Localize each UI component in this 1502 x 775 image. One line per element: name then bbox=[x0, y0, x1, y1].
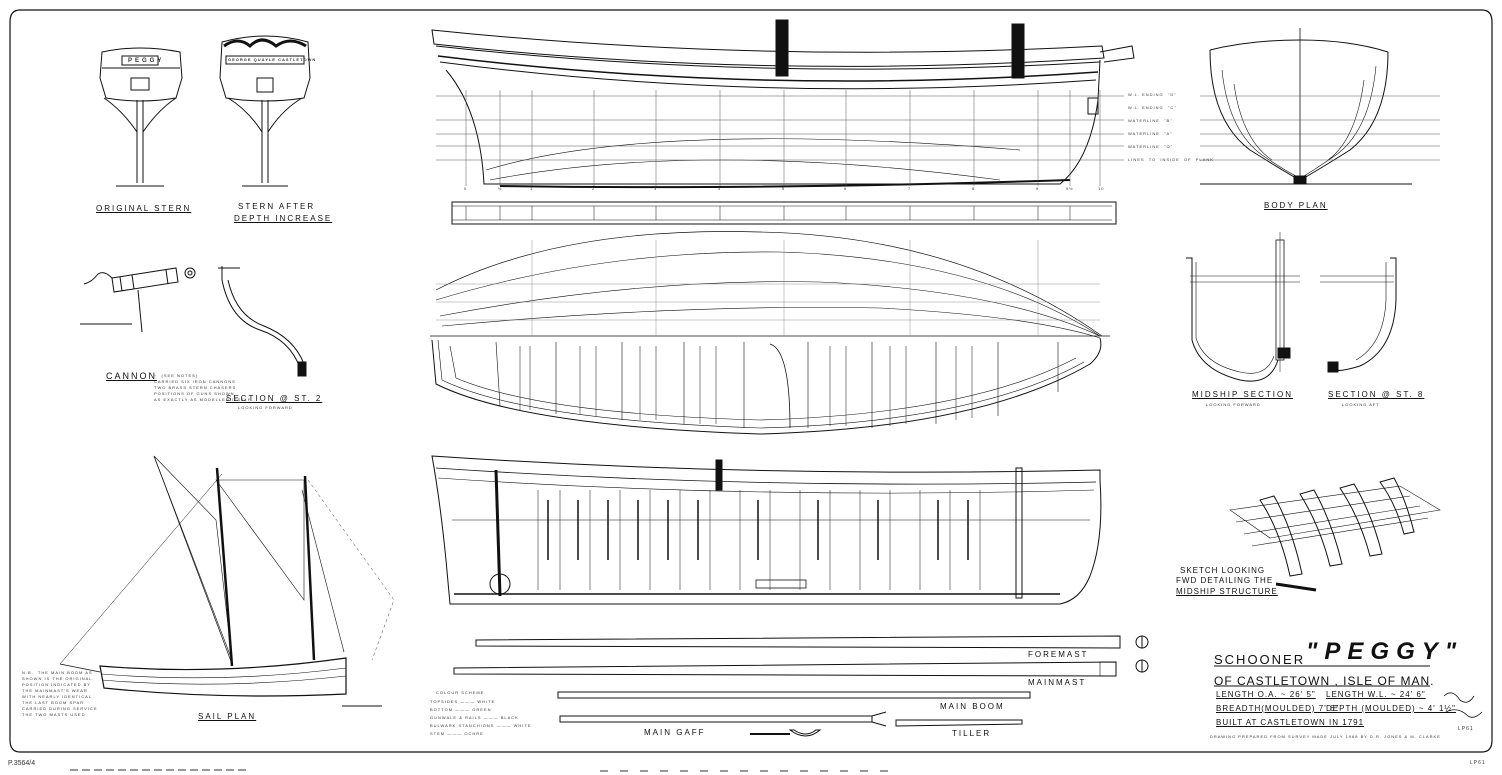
station-5: 5 bbox=[782, 186, 786, 191]
body-plan-grid bbox=[1200, 95, 1440, 161]
title-place: OF CASTLETOWN , ISLE OF MAN. bbox=[1214, 674, 1435, 688]
station-6: 6 bbox=[844, 186, 848, 191]
sail-plan-notes: N.B. THE MAIN BOOM AS SHOWN IS THE ORIGI… bbox=[22, 670, 98, 717]
stern-after-label-2: DEPTH INCREASE bbox=[234, 214, 333, 223]
deck-plan bbox=[431, 337, 1102, 435]
depth: DEPTH (MOULDED) ~ 4' 1½" bbox=[1326, 704, 1456, 713]
profile-grid bbox=[436, 90, 1124, 186]
drawing-credit: DRAWING PREPARED FROM SURVEY MADE JULY 1… bbox=[1210, 734, 1441, 739]
cannon-notes: ~ (SEE NOTES) CARRIED SIX IRON CANNONS T… bbox=[154, 373, 252, 402]
cannon-label: CANNON bbox=[106, 371, 158, 381]
footer-strip bbox=[70, 769, 900, 772]
keel-strip bbox=[451, 201, 1117, 225]
sketch-label-3: MIDSHIP STRUCTURE bbox=[1176, 587, 1278, 596]
midship-section-drawing bbox=[1186, 232, 1300, 382]
breadth: BREADTH(MOULDED) 7' 6" bbox=[1216, 704, 1340, 713]
colour-scheme-title: COLOUR SCHEME bbox=[436, 690, 485, 695]
cannon-drawing bbox=[80, 267, 196, 333]
sail-plan-drawing bbox=[59, 455, 395, 707]
main-boom-spar bbox=[557, 691, 1031, 699]
section-st2-sub: LOOKING FORWARD bbox=[238, 405, 293, 410]
colour-row-stanchions: BULWARK STANCHIONS ——— WHITE bbox=[430, 723, 532, 728]
built: BUILT AT CASTLETOWN IN 1791 bbox=[1216, 718, 1365, 727]
station-7: 7 bbox=[908, 186, 912, 191]
section-st2-label: SECTION @ ST. 2 bbox=[226, 394, 323, 403]
colour-row-stem: STEM ——— OCHRE bbox=[430, 731, 484, 736]
wl-b: WATERLINE "B" bbox=[1128, 118, 1173, 123]
main-gaff-label: MAIN GAFF bbox=[644, 728, 706, 737]
body-plan-drawing bbox=[1200, 28, 1412, 185]
colour-row-bottom: BOTTOM ——— GREEN bbox=[430, 707, 492, 712]
stern-carved-board: GEORGE QUAYLE CASTLETOWN bbox=[228, 57, 317, 62]
midship-section-sub: LOOKING FORWARD bbox=[1206, 402, 1261, 407]
stern-after-label-1: STERN AFTER bbox=[238, 202, 316, 211]
colour-row-gunwale: GUNWALE & RAILS ——— BLACK bbox=[430, 715, 519, 720]
title-prefix: SCHOONER bbox=[1214, 652, 1306, 667]
station-1: 1 bbox=[530, 186, 534, 191]
stern-after-drawing bbox=[219, 35, 311, 187]
colour-scheme-rows: TOPSIDES ——— WHITE BOTTOM ——— GREEN GUNW… bbox=[430, 698, 531, 738]
midship-sketch-drawing bbox=[1229, 477, 1441, 592]
sheet-ref: LP61 bbox=[1458, 726, 1474, 732]
wl-a: WATERLINE "A" bbox=[1128, 131, 1173, 136]
sail-plan-label: SAIL PLAN bbox=[198, 712, 257, 721]
original-stern-drawing bbox=[99, 47, 183, 187]
border-corner bbox=[9, 9, 1493, 753]
station-9: 9 bbox=[1036, 186, 1040, 191]
wl-o: WATERLINE "O" bbox=[1128, 144, 1174, 149]
half-breadth-grid bbox=[436, 240, 1100, 336]
body-plan-label: BODY PLAN bbox=[1264, 201, 1328, 210]
tiller-label: TILLER bbox=[952, 729, 992, 738]
length-wl: LENGTH W.L. ~ 24' 6" bbox=[1326, 690, 1426, 699]
mainmast-spar bbox=[453, 661, 1117, 677]
main-boom-label: MAIN BOOM bbox=[940, 702, 1005, 711]
original-stern-label: ORIGINAL STERN bbox=[96, 204, 192, 213]
section-st8-drawing bbox=[1320, 257, 1397, 373]
stern-name-board: PEGGY bbox=[128, 58, 165, 64]
wl-c: W.L. ENDING "C" bbox=[1128, 105, 1177, 110]
sketch-label-1: SKETCH LOOKING bbox=[1180, 566, 1266, 575]
sketch-label-2: FWD DETAILING THE bbox=[1176, 576, 1274, 585]
footer-right-ref: LP61 bbox=[1470, 760, 1486, 766]
footer-left-ref: P.3564/4 bbox=[8, 760, 36, 767]
station-10: 10 bbox=[1098, 186, 1105, 191]
station-half: ½ bbox=[498, 186, 503, 191]
spars-drawing bbox=[453, 635, 1149, 737]
section-st8-label: SECTION @ ST. 8 bbox=[1328, 390, 1425, 399]
section-st8-sub: LOOKING AFT bbox=[1342, 402, 1380, 407]
title-name: "PEGGY" bbox=[1306, 638, 1464, 665]
section-st2-drawing bbox=[218, 266, 307, 377]
station-8: 8 bbox=[972, 186, 976, 191]
station-4: 4 bbox=[718, 186, 722, 191]
sheet-border bbox=[9, 9, 1493, 753]
lines-note: LINES TO INSIDE OF PLANK bbox=[1128, 157, 1214, 162]
foremast-label: FOREMAST bbox=[1028, 650, 1089, 659]
hull-profile bbox=[431, 19, 1135, 189]
colour-row-topsides: TOPSIDES ——— WHITE bbox=[430, 699, 496, 704]
body-plan-waterlines: W.L. ENDING "D" W.L. ENDING "C" WATERLIN… bbox=[1128, 88, 1214, 166]
inboard-profile bbox=[431, 455, 1102, 605]
tiller-spar bbox=[895, 719, 1023, 727]
wl-d: W.L. ENDING "D" bbox=[1128, 92, 1177, 97]
foremast-spar bbox=[475, 635, 1121, 649]
mainmast-label: MAINMAST bbox=[1028, 678, 1087, 687]
station-2: 2 bbox=[592, 186, 596, 191]
station-9half: 9½ bbox=[1066, 186, 1074, 191]
length-oa: LENGTH O.A. ~ 26' 5" bbox=[1216, 690, 1316, 699]
midship-section-label: MIDSHIP SECTION bbox=[1192, 390, 1293, 399]
signature bbox=[1443, 692, 1483, 718]
half-breadth-plan bbox=[430, 231, 1110, 339]
station-0: 0 bbox=[464, 186, 468, 191]
main-gaff-spar bbox=[559, 715, 873, 723]
station-3: 3 bbox=[654, 186, 658, 191]
